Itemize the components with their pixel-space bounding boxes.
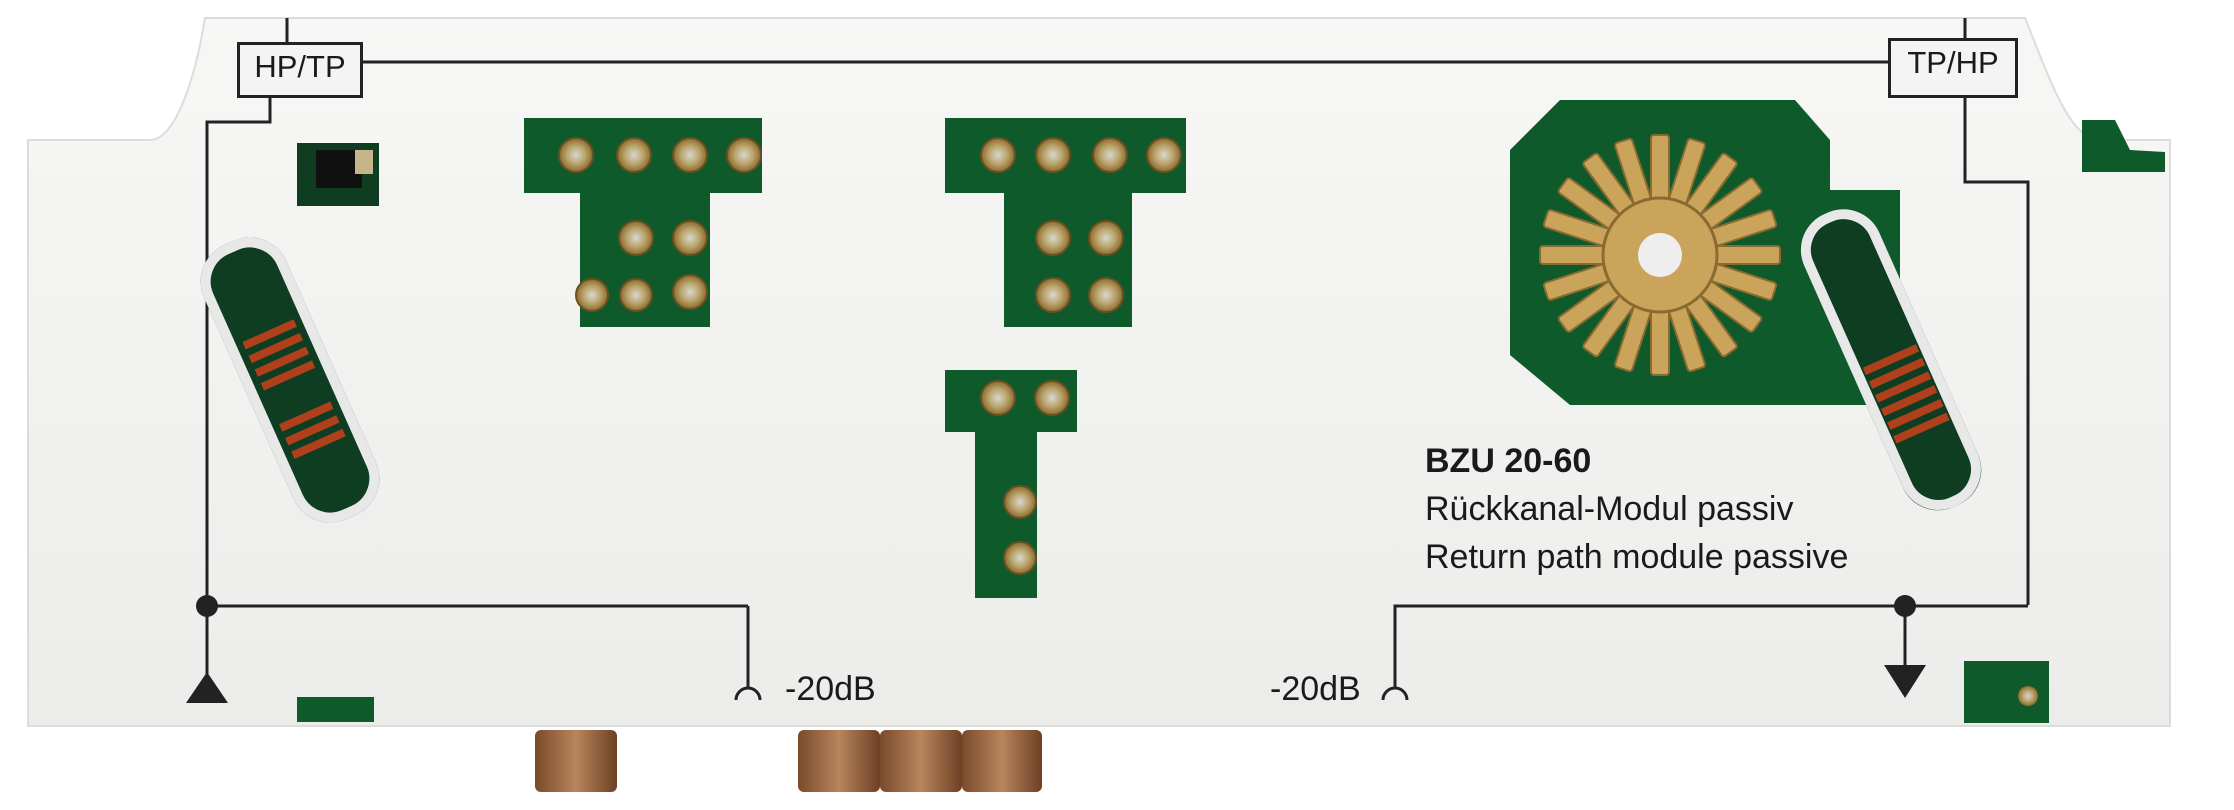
output-arrow-down — [1884, 665, 1926, 698]
coil-right — [1800, 208, 1982, 511]
pcb-cutout-t3 — [945, 370, 1077, 598]
smd-component-small — [297, 143, 379, 206]
tp-hp-label: TP/HP — [1888, 38, 2018, 98]
pcb-pad-bottom-left — [297, 697, 374, 722]
pcb-cutout-t1 — [524, 118, 762, 327]
copper-tab-group — [798, 730, 1042, 792]
product-description-german: Rückkanal-Modul passiv — [1425, 490, 1794, 528]
pcb-cutout-t2 — [945, 118, 1186, 327]
attenuation-label-right: -20dB — [1270, 670, 1361, 708]
star-filter-component — [1510, 100, 1900, 405]
attenuation-label-left: -20dB — [785, 670, 876, 708]
product-name: BZU 20-60 — [1425, 442, 1592, 480]
hp-tp-label: HP/TP — [237, 42, 363, 98]
input-arrow-up — [186, 672, 228, 703]
junction-dot-right — [1894, 595, 1916, 617]
coil-left — [200, 237, 380, 523]
product-description-english: Return path module passive — [1425, 538, 1849, 576]
junction-dot-left — [196, 595, 218, 617]
copper-tab-left — [535, 730, 617, 792]
pcb-pad-top-right — [2082, 120, 2165, 172]
